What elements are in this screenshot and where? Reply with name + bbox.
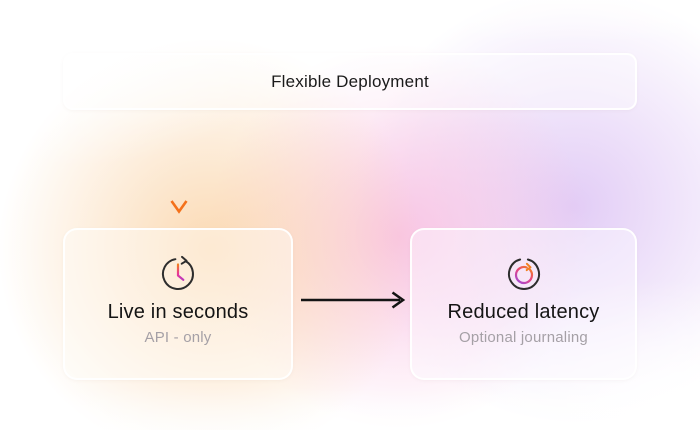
node-title: Live in seconds [107, 301, 249, 323]
node-flexible-deployment: Flexible Deployment [63, 53, 637, 110]
rotate-cw-icon [507, 258, 540, 290]
clock-icon [162, 255, 194, 290]
node-subtitle: API - only [144, 329, 212, 346]
node-title: Reduced latency [447, 301, 600, 323]
node-live-in-seconds: Live in seconds API - only [63, 228, 293, 380]
arrow-right-black [301, 291, 406, 309]
node-subtitle: Optional journaling [459, 329, 588, 346]
arrow-down-gradient [170, 123, 188, 214]
node-title: Flexible Deployment [271, 71, 429, 91]
node-reduced-latency: Reduced latency Optional journaling [410, 228, 637, 380]
